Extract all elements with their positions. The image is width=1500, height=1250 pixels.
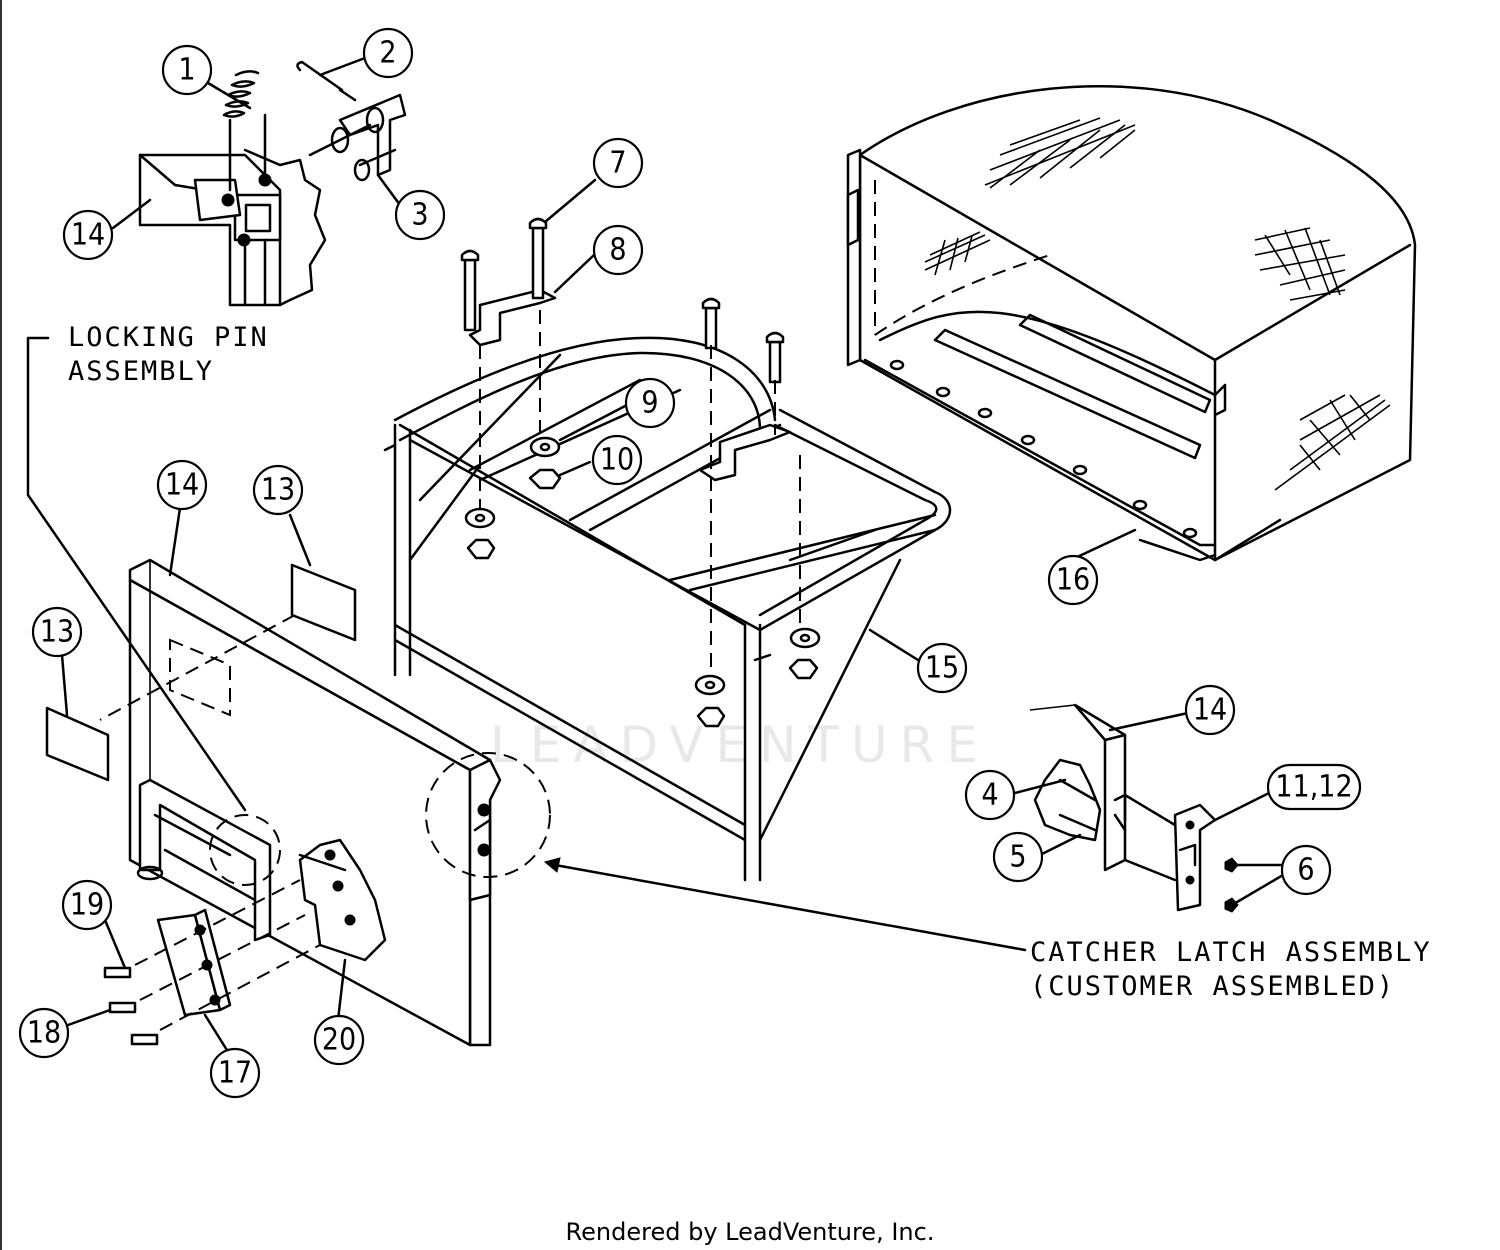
callout-3: 3	[394, 189, 446, 241]
callout-13-right: 13	[252, 464, 304, 516]
mesh-patch-lower	[1274, 394, 1391, 491]
catcher-latch-label-line1: CATCHER LATCH ASSEMBLY	[1030, 937, 1432, 968]
callout-1: 1	[161, 44, 213, 96]
callout-4: 4	[964, 769, 1016, 821]
svg-text:13: 13	[261, 473, 295, 508]
svg-text:13: 13	[40, 615, 74, 650]
hopper-lid	[846, 85, 1417, 562]
callout-17: 17	[209, 1047, 261, 1099]
svg-text:7: 7	[609, 146, 626, 181]
mesh-patch-top	[984, 117, 1136, 189]
svg-text:14: 14	[71, 218, 105, 253]
mesh-patch-inner	[924, 231, 991, 276]
callout-6: 6	[1280, 844, 1332, 896]
svg-text:6: 6	[1297, 853, 1314, 888]
svg-text:14: 14	[1193, 693, 1227, 728]
callout-8: 8	[592, 224, 644, 276]
locking-pin-label-line2: ASSEMBLY	[68, 356, 214, 387]
callout-14-top: 14	[62, 209, 114, 261]
svg-text:19: 19	[70, 888, 104, 923]
svg-text:8: 8	[609, 233, 626, 268]
callout-15: 15	[916, 642, 968, 694]
callout-20: 20	[313, 1014, 365, 1066]
frame	[383, 217, 952, 882]
svg-text:16: 16	[1056, 563, 1090, 598]
callout-14-panel: 14	[156, 459, 208, 511]
callout-2: 2	[362, 27, 414, 79]
svg-text:20: 20	[322, 1023, 356, 1058]
callout-18: 18	[18, 1007, 70, 1059]
footer-text: Rendered by LeadVenture, Inc.	[566, 1218, 935, 1246]
svg-text:11,12: 11,12	[1275, 770, 1352, 805]
back-panel	[45, 558, 551, 1047]
callout-5: 5	[992, 831, 1044, 883]
svg-text:2: 2	[379, 36, 396, 71]
watermark-text: LEADVENTURE	[490, 716, 990, 774]
arrow-head-latch	[543, 857, 561, 873]
callout-10: 10	[591, 434, 643, 486]
callout-9: 9	[624, 377, 676, 429]
svg-text:4: 4	[981, 778, 998, 813]
catcher-latch-label-line2: (CUSTOMER ASSEMBLED)	[1030, 971, 1395, 1002]
locking-pin-label-line1: LOCKING PIN	[68, 322, 269, 353]
catcher-latch-detail	[1029, 703, 1239, 913]
svg-text:1: 1	[178, 53, 195, 88]
svg-text:17: 17	[218, 1056, 252, 1091]
svg-text:18: 18	[27, 1016, 61, 1051]
callout-14-latch: 14	[1184, 684, 1236, 736]
svg-text:15: 15	[925, 651, 959, 686]
callout-13-left: 13	[31, 606, 83, 658]
svg-text:14: 14	[165, 468, 199, 503]
svg-text:5: 5	[1009, 840, 1026, 875]
mesh-patch-right	[1254, 227, 1346, 301]
svg-text:9: 9	[641, 386, 658, 421]
callout-16: 16	[1047, 554, 1099, 606]
leader-lines	[26, 56, 1285, 1057]
callout-11-12: 11,12	[1266, 763, 1362, 811]
svg-text:3: 3	[411, 198, 428, 233]
callout-19: 19	[61, 879, 113, 931]
callout-7: 7	[592, 137, 644, 189]
locking-pin-assembly	[138, 60, 407, 307]
svg-text:10: 10	[600, 443, 634, 478]
